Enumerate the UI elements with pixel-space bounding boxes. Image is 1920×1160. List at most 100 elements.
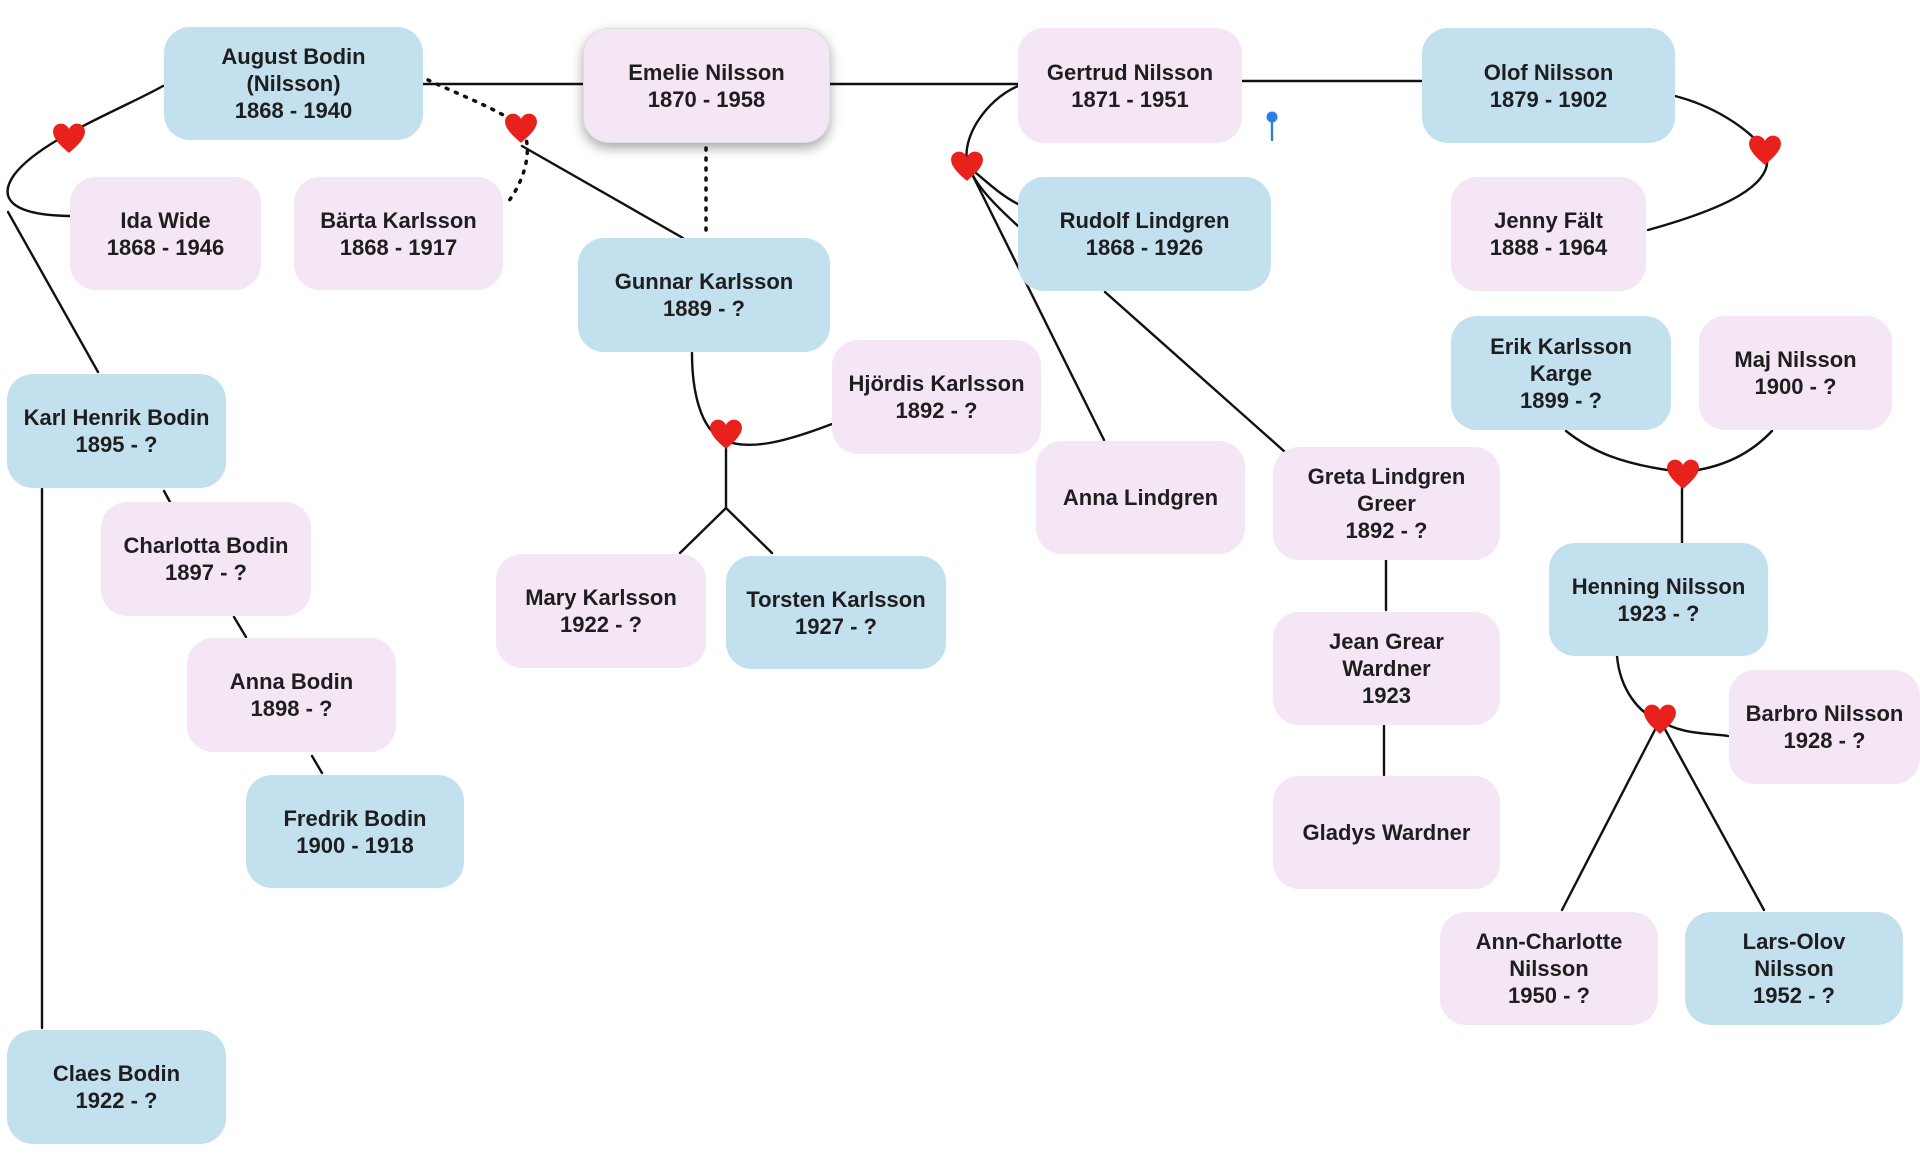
person-years: 1868 - 1917	[339, 234, 458, 260]
person-name: Olof Nilsson	[1483, 59, 1614, 85]
person-years: 1888 - 1964	[1489, 235, 1608, 260]
person-mary-karlsson[interactable]: Mary Karlsson 1922 - ?	[496, 554, 706, 668]
line-august-ida-marriage	[6, 84, 165, 218]
person-name: Barbro Nilsson	[1745, 701, 1904, 726]
person-greta-lindgren-greer[interactable]: Greta Lindgren Greer 1892 - ?	[1273, 447, 1500, 560]
person-name: Anna Lindgren	[1062, 485, 1219, 510]
person-years: 1892 - ?	[895, 398, 978, 423]
person-name: Jean Grear	[1329, 629, 1444, 654]
person-years: 1952 - ?	[1753, 983, 1835, 1008]
line-charlotta-annabodin	[232, 615, 248, 639]
person-name: Gertrud Nilsson	[1046, 59, 1214, 85]
person-gunnar-karlsson[interactable]: Gunnar Karlsson 1889 - ?	[578, 238, 830, 352]
person-claes-bodin[interactable]: Claes Bodin 1922 - ?	[7, 1030, 226, 1144]
person-ida-wide[interactable]: Ida Wide 1868 - 1946	[70, 177, 261, 290]
person-name: Ida Wide	[120, 207, 211, 233]
person-name: Torsten Karlsson	[746, 586, 926, 612]
person-years: 1898 - ?	[250, 696, 333, 721]
person-years: 1923 - ?	[1617, 600, 1700, 626]
person-years: 1922 - ?	[560, 612, 642, 637]
person-name: Erik Karlsson	[1490, 333, 1632, 359]
person-years: 1950 - ?	[1508, 983, 1590, 1008]
person-name: Ann-Charlotte	[1475, 929, 1623, 954]
person-years: 1927 - ?	[795, 613, 877, 639]
location-pin-icon[interactable]	[1264, 110, 1280, 142]
person-name-line-2: Nilsson	[1754, 956, 1834, 981]
person-name: Greta Lindgren	[1307, 464, 1466, 489]
line-to-larsolov	[1659, 720, 1766, 912]
person-name: Mary Karlsson	[525, 585, 677, 610]
person-years: 1879 - 1902	[1489, 86, 1608, 112]
person-barbro-nilsson[interactable]: Barbro Nilsson 1928 - ?	[1729, 670, 1920, 784]
person-name: Maj Nilsson	[1734, 347, 1857, 372]
person-years: 1923	[1362, 683, 1411, 708]
person-name: Fredrik Bodin	[283, 805, 427, 831]
person-jenny-falt[interactable]: Jenny Fält 1888 - 1964	[1451, 177, 1646, 291]
person-gladys-wardner[interactable]: Gladys Wardner	[1273, 776, 1500, 889]
person-years: 1900 - ?	[1754, 374, 1837, 399]
person-torsten-karlsson[interactable]: Torsten Karlsson 1927 - ?	[726, 556, 946, 669]
person-august-bodin[interactable]: August Bodin (Nilsson) 1868 - 1940	[164, 27, 423, 140]
person-anna-bodin[interactable]: Anna Bodin 1898 - ?	[187, 638, 396, 752]
person-rudolf-lindgren[interactable]: Rudolf Lindgren 1868 - 1926	[1018, 177, 1271, 291]
person-name-line-2: Karge	[1529, 360, 1593, 386]
line-gunnar-hjordis-marriage	[690, 351, 834, 447]
person-name: Claes Bodin	[52, 1061, 181, 1086]
person-years: 1868 - 1940	[234, 98, 353, 123]
person-jean-grear-wardner[interactable]: Jean Grear Wardner 1923	[1273, 612, 1500, 725]
person-name: Lars-Olov	[1742, 929, 1846, 954]
person-name: Anna Bodin	[229, 669, 354, 694]
person-name: Gunnar Karlsson	[614, 269, 794, 294]
line-to-anna-lindgren	[966, 164, 1106, 442]
line-rudolf-greta	[1103, 290, 1287, 454]
person-lars-olov-nilsson[interactable]: Lars-Olov Nilsson 1952 - ?	[1685, 912, 1903, 1025]
person-olof-nilsson[interactable]: Olof Nilsson 1879 - 1902	[1422, 28, 1675, 143]
person-name: Bärta Karlsson	[320, 207, 477, 233]
person-name: Emelie Nilsson	[628, 59, 785, 85]
line-heart-to-gunnar	[520, 144, 685, 240]
person-name: Karl Henrik Bodin	[23, 405, 210, 430]
line-gertrud-rudolf-marriage	[965, 84, 1020, 228]
person-name: Jenny Fält	[1494, 208, 1603, 233]
person-years: 1897 - ?	[165, 560, 247, 585]
person-years: 1928 - ?	[1783, 728, 1866, 753]
person-years: 1892 - ?	[1345, 518, 1428, 543]
person-name: Charlotta Bodin	[123, 533, 289, 558]
person-ann-charlotte-nilsson[interactable]: Ann-Charlotte Nilsson 1950 - ?	[1440, 912, 1658, 1025]
person-years: 1868 - 1926	[1085, 235, 1204, 260]
person-name: Hjördis Karlsson	[848, 371, 1025, 396]
line-to-karlhenrik	[6, 210, 100, 374]
person-years: 1900 - 1918	[296, 832, 414, 858]
person-henning-nilsson[interactable]: Henning Nilsson 1923 - ?	[1549, 543, 1768, 656]
line-to-anncharlotte	[1560, 720, 1661, 912]
person-years: 1922 - ?	[75, 1088, 158, 1113]
line-gunnar-children	[678, 443, 774, 555]
person-years: 1871 - 1951	[1071, 86, 1189, 112]
line-karlhenrik-charlotta	[162, 489, 172, 504]
person-gertrud-nilsson[interactable]: Gertrud Nilsson 1871 - 1951	[1018, 28, 1242, 143]
line-henning-barbro-marriage	[1615, 654, 1730, 738]
person-name: Henning Nilsson	[1571, 573, 1746, 599]
person-emelie-nilsson[interactable]: Emelie Nilsson 1870 - 1958	[583, 28, 830, 143]
person-years: 1868 - 1946	[106, 234, 225, 260]
person-name: Gladys Wardner	[1302, 820, 1471, 845]
person-name-line-2: Greer	[1357, 491, 1416, 516]
person-maj-nilsson[interactable]: Maj Nilsson 1900 - ?	[1699, 316, 1892, 430]
person-fredrik-bodin[interactable]: Fredrik Bodin 1900 - 1918	[246, 775, 464, 888]
person-name-line-2: Wardner	[1342, 656, 1431, 681]
person-karl-henrik-bodin[interactable]: Karl Henrik Bodin 1895 - ?	[7, 374, 226, 488]
line-annabodin-fredrik	[310, 754, 324, 775]
person-years: 1889 - ?	[663, 296, 745, 321]
person-name-line-2: Nilsson	[1509, 956, 1589, 981]
person-hjordis-karlsson[interactable]: Hjördis Karlsson 1892 - ?	[832, 340, 1041, 454]
person-erik-karlsson-karge[interactable]: Erik Karlsson Karge 1899 - ?	[1451, 316, 1671, 430]
person-name-line-2: (Nilsson)	[246, 71, 341, 96]
person-years: 1895 - ?	[75, 432, 158, 457]
person-charlotta-bodin[interactable]: Charlotta Bodin 1897 - ?	[101, 502, 311, 616]
line-erik-maj-marriage	[1564, 429, 1774, 474]
person-name: Rudolf Lindgren	[1059, 208, 1230, 233]
person-name: August Bodin	[221, 44, 366, 69]
person-barta-karlsson[interactable]: Bärta Karlsson 1868 - 1917	[294, 177, 503, 290]
person-anna-lindgren[interactable]: Anna Lindgren	[1036, 441, 1245, 554]
